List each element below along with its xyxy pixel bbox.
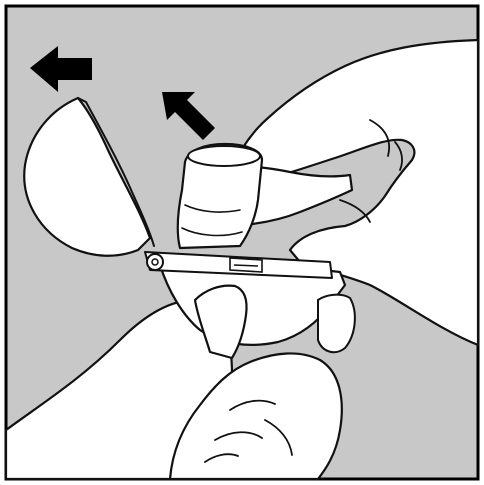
device-hinge-center [152,259,158,265]
device-side [318,295,355,352]
device-lever-slot-line [234,265,258,266]
device-mouthpiece-opening [188,146,260,166]
